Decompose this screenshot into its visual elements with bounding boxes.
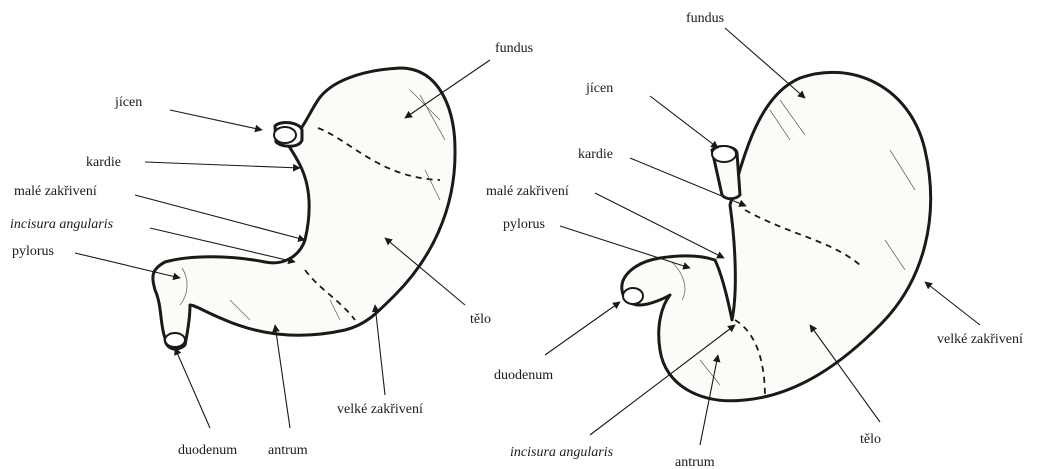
right-label-antrum: antrum <box>675 455 715 469</box>
right-label-duodenum: duodenum <box>494 368 553 383</box>
left-leader-antrum <box>275 325 290 428</box>
left-leader-velke <box>375 305 385 395</box>
left-labels: fundus jícen kardie malé zakřivení incis… <box>10 41 533 458</box>
right-label-fundus: fundus <box>686 11 724 26</box>
right-leader-jicen <box>650 96 718 148</box>
left-label-jicen: jícen <box>114 95 142 110</box>
left-label-duodenum: duodenum <box>178 443 237 458</box>
right-label-incisura-angularis: incisura angularis <box>510 445 614 460</box>
right-label-pylorus: pylorus <box>503 217 545 232</box>
left-leader-male-zakriveni <box>135 195 305 240</box>
right-duodenum-opening <box>623 288 643 304</box>
left-label-pylorus: pylorus <box>12 244 54 259</box>
left-esophagus-opening <box>274 127 296 143</box>
left-label-male-zakriveni: malé zakřivení <box>14 184 97 199</box>
left-stomach-illustration <box>153 68 455 349</box>
right-stomach-illustration <box>622 72 931 400</box>
right-label-male-zakriveni: malé zakřivení <box>486 184 569 199</box>
right-stomach-outline <box>622 72 931 400</box>
left-stomach-outline <box>153 68 455 349</box>
left-label-antrum: antrum <box>268 443 308 458</box>
left-label-velke-zakriveni: velké zakřivení <box>337 402 423 417</box>
right-leader-duodenum <box>545 302 620 355</box>
right-leader-male-zakriveni <box>595 193 724 258</box>
right-leader-fundus <box>725 28 805 98</box>
right-label-velke-zakriveni: velké zakřivení <box>937 332 1023 347</box>
right-esophagus-opening <box>712 146 736 162</box>
right-label-telo: tělo <box>860 432 881 447</box>
left-leader-jicen <box>170 110 262 130</box>
right-leader-pylorus <box>560 226 690 268</box>
right-label-kardie: kardie <box>578 147 613 162</box>
left-label-fundus: fundus <box>495 41 533 56</box>
left-label-incisura-angularis: incisura angularis <box>10 217 114 232</box>
right-leader-velke <box>925 282 980 325</box>
left-label-kardie: kardie <box>86 155 121 170</box>
right-label-jicen: jícen <box>585 81 613 96</box>
left-leader-kardie <box>145 162 300 168</box>
left-duodenum-opening <box>165 333 185 347</box>
left-leader-duodenum <box>175 348 210 428</box>
left-label-telo: tělo <box>470 312 491 327</box>
